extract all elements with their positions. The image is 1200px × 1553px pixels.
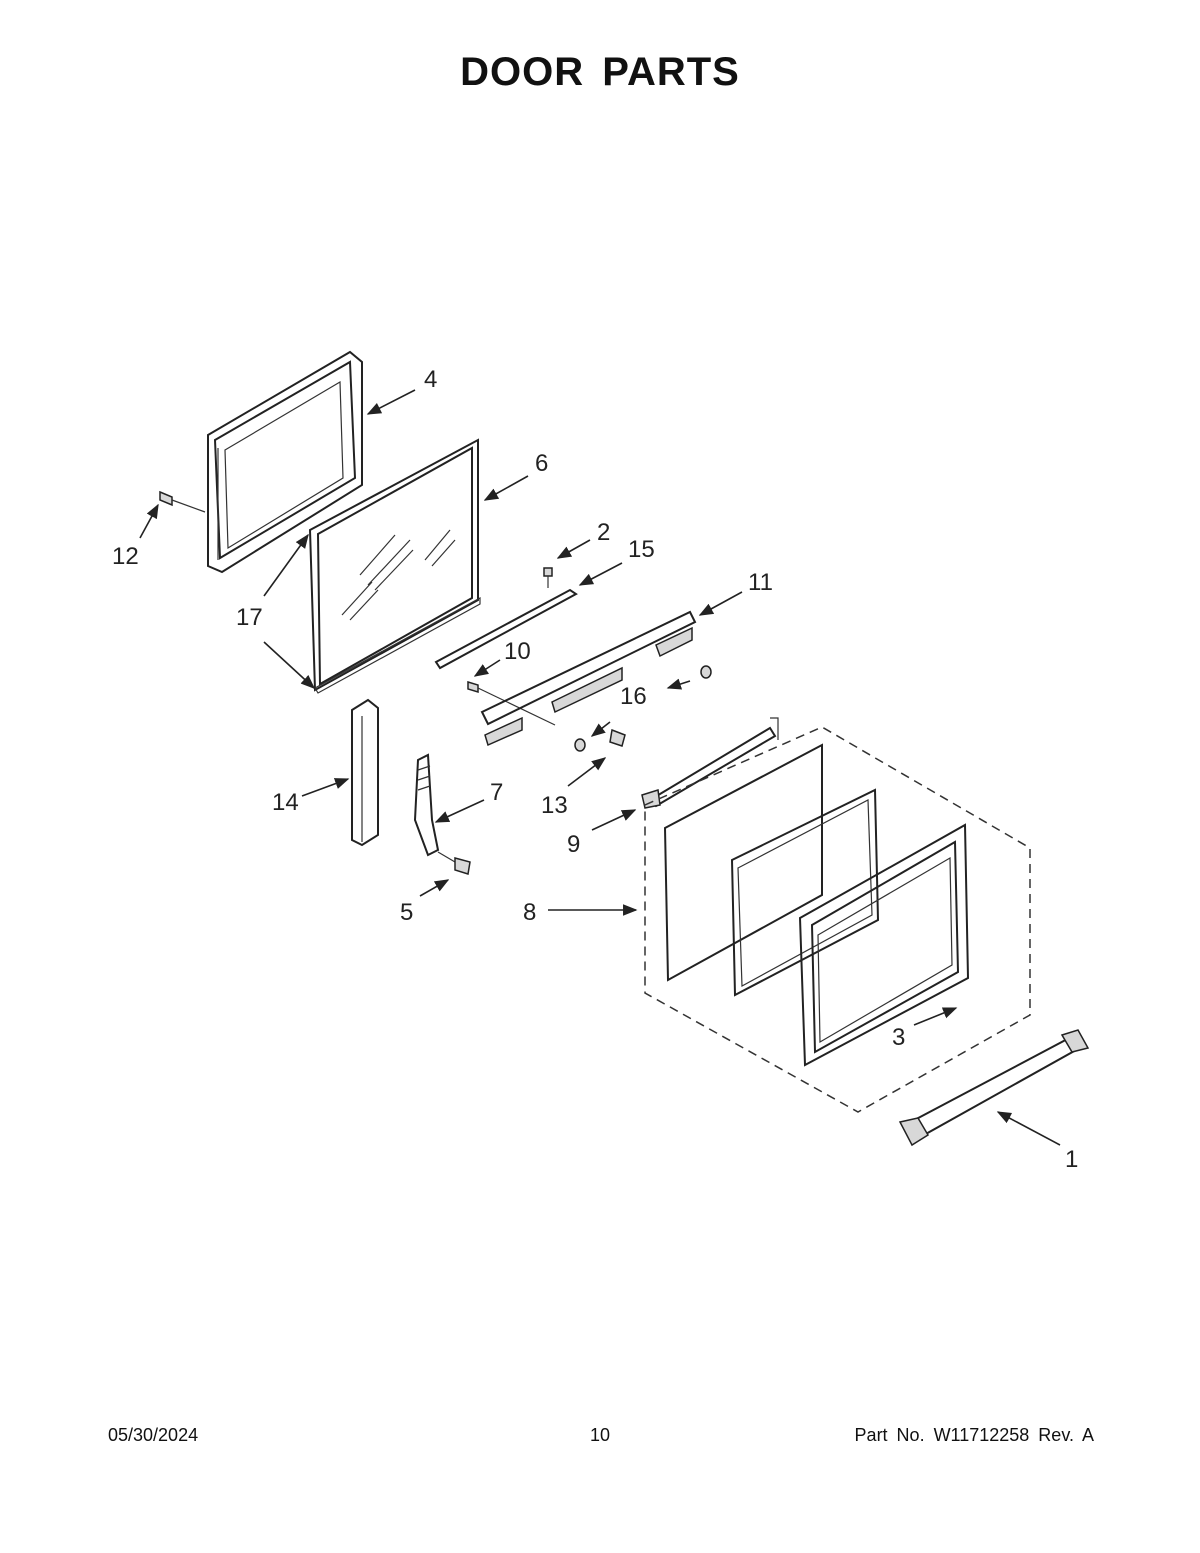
side-trim-part (351, 698, 379, 847)
clip-part (574, 665, 712, 752)
callout-6: 6 (535, 450, 548, 477)
callout-leaders (139, 389, 1061, 1146)
hinge-screw-part (437, 851, 471, 875)
callout-4: 4 (424, 366, 437, 393)
small-screw-part (467, 680, 556, 726)
bracket-rod-part (641, 717, 779, 809)
screw-part (159, 490, 206, 513)
hinge-part (413, 753, 440, 857)
callout-7: 7 (490, 779, 503, 806)
callout-5: 5 (400, 899, 413, 926)
callout-15: 15 (628, 536, 655, 563)
callout-1: 1 (1065, 1146, 1078, 1173)
callout-13: 13 (541, 792, 568, 819)
inner-door-frame-part (207, 350, 363, 574)
outer-door-panel-part (798, 823, 970, 1067)
screw-13-part (609, 728, 626, 747)
callout-17: 17 (236, 604, 263, 631)
callout-16: 16 (620, 683, 647, 710)
outer-glass-part (308, 438, 481, 694)
footer-part-number: Part No. W11712258 Rev. A (854, 1425, 1094, 1445)
callout-2: 2 (597, 519, 610, 546)
callout-14: 14 (272, 789, 299, 816)
trim-rod-part (434, 567, 578, 670)
callout-labels: 1 2 3 4 5 6 7 8 9 10 11 12 13 14 15 16 1… (112, 366, 1078, 1173)
callout-8: 8 (523, 899, 536, 926)
callout-12: 12 (112, 543, 139, 570)
inner-glass-pack-part (644, 726, 1031, 1113)
vent-channel-part (480, 610, 697, 747)
callout-3: 3 (892, 1024, 905, 1051)
callout-10: 10 (504, 638, 531, 665)
callout-11: 11 (748, 569, 773, 596)
footer-date: 05/30/2024 (108, 1425, 199, 1445)
door-handle-part (898, 1029, 1090, 1147)
page-title: DOOR PARTS (460, 50, 740, 94)
callout-9: 9 (567, 831, 580, 858)
footer-page-number: 10 (589, 1425, 611, 1445)
